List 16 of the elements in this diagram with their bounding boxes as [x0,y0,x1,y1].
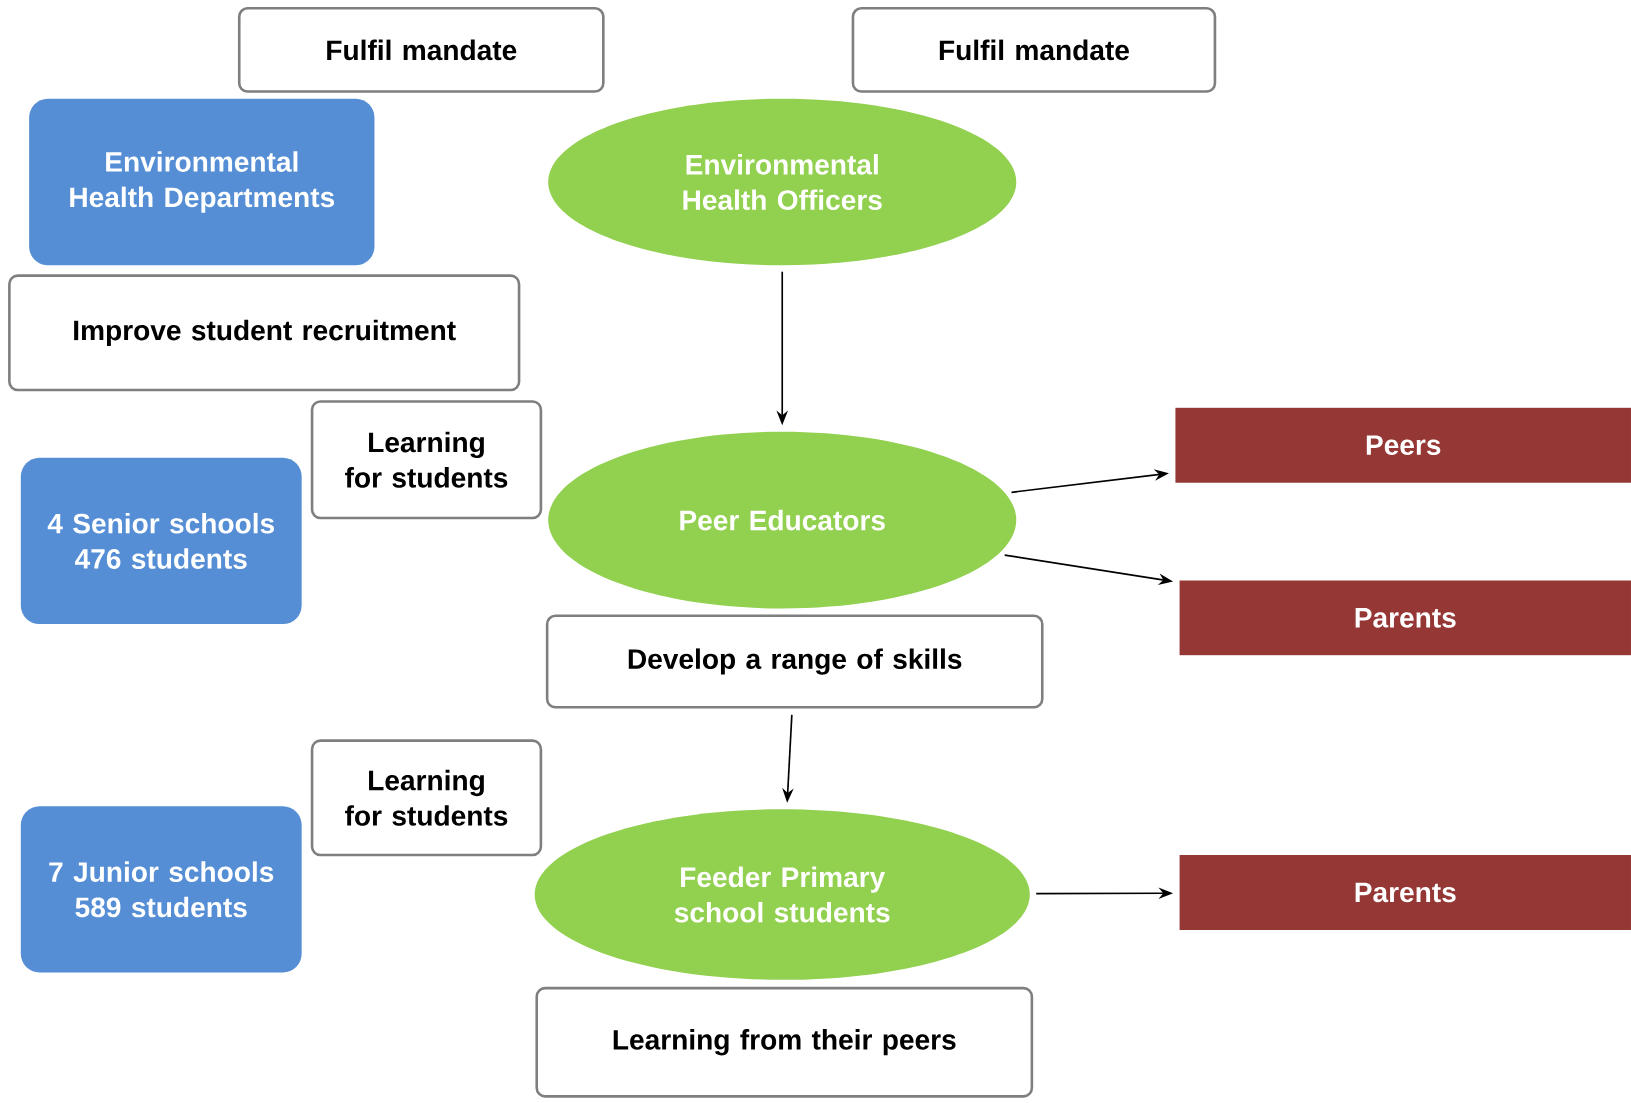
ellipse-node: Peer Educators [548,431,1017,609]
text-box: Improve student recruitment [8,274,521,392]
rounded-box: Environmental Health Departments [29,99,375,266]
rectangle-box: Parents [1179,855,1631,931]
ellipse-node: Feeder Primary school students [534,809,1030,981]
text-box: Learning for students [310,739,543,857]
text-box: Learning for students [310,400,543,520]
text-box: Develop a range of skills [545,614,1044,709]
text-box: Fulfil mandate [851,7,1217,94]
rounded-box: 4 Senior schools 476 students [20,457,302,625]
text-box: Fulfil mandate [237,7,605,94]
ellipse-node: Environmental Health Officers [548,99,1017,266]
text-box: Learning from their peers [535,987,1034,1098]
rectangle-box: Peers [1175,407,1631,483]
rounded-box: 7 Junior schools 589 students [20,806,302,973]
rectangle-box: Parents [1179,580,1631,656]
